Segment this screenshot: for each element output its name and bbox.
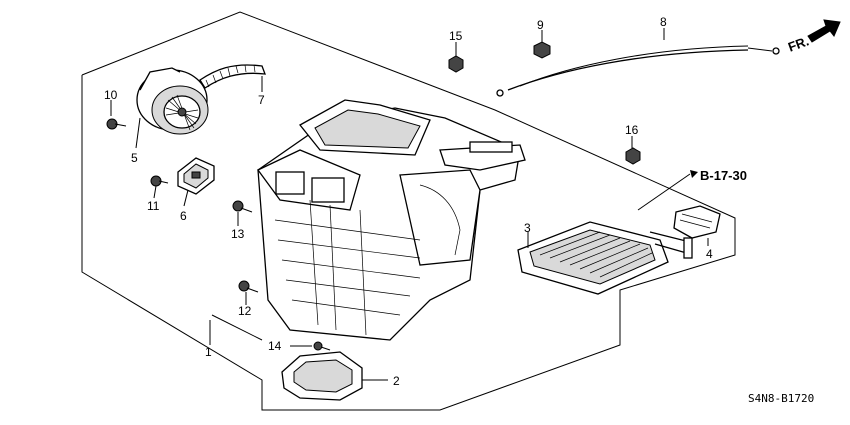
callout-2: 2 — [393, 374, 400, 388]
blower-motor — [136, 67, 209, 135]
blower-resistor — [177, 157, 215, 195]
callout-16: 16 — [625, 123, 639, 137]
callout-12: 12 — [238, 304, 252, 318]
callout-1: 1 — [205, 345, 212, 359]
drawing-code: S4N8-B1720 — [748, 392, 814, 405]
callout-11: 11 — [147, 199, 160, 213]
heater-core-cover — [673, 205, 721, 239]
screw-14 — [313, 341, 331, 351]
front-label: FR. — [786, 33, 811, 54]
screw-13 — [232, 200, 253, 213]
reference-pointer: B-17-30 — [637, 168, 747, 211]
nut-16 — [625, 147, 641, 165]
duct-hose — [199, 64, 266, 89]
callout-5: 5 — [131, 151, 138, 165]
control-cable — [496, 45, 780, 97]
callout-6: 6 — [180, 209, 187, 223]
callout-10: 10 — [104, 88, 118, 102]
callout-3: 3 — [524, 221, 531, 235]
callout-7: 7 — [258, 93, 265, 107]
callout-14: 14 — [268, 339, 282, 353]
assembly-boundary — [81, 11, 736, 411]
clip-9 — [533, 41, 551, 59]
heater-case — [257, 99, 526, 341]
screw-12 — [238, 280, 259, 293]
heater-core — [517, 221, 693, 295]
callout-labels: 1 2 3 4 5 6 7 8 9 10 11 12 13 14 15 16 — [104, 15, 713, 388]
callout-8: 8 — [660, 15, 667, 29]
screw-10 — [106, 118, 127, 130]
reference-label: B-17-30 — [700, 168, 747, 183]
leader-lines — [110, 28, 709, 347]
screw-11 — [150, 175, 169, 187]
nut-15 — [448, 55, 464, 73]
callout-9: 9 — [537, 18, 544, 32]
lower-case — [281, 351, 388, 401]
callout-15: 15 — [449, 29, 463, 43]
callout-13: 13 — [231, 227, 245, 241]
front-direction-arrow: FR. — [786, 19, 841, 55]
callout-4: 4 — [706, 247, 713, 261]
